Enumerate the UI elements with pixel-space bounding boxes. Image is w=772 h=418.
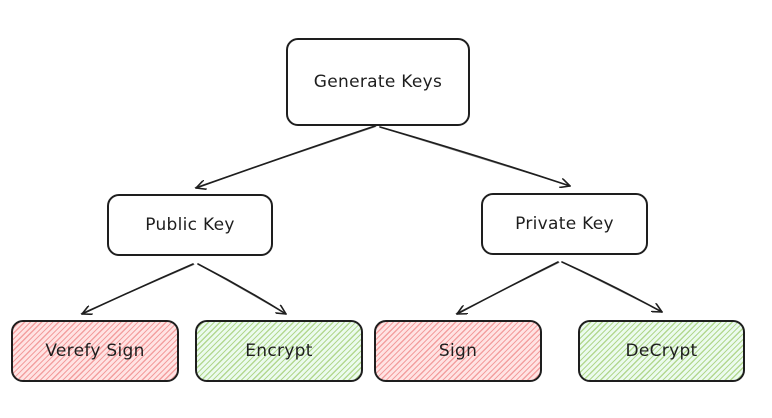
edge-private-to-sign-sketch: [455, 262, 560, 314]
verify-sign-node: Verefy Sign: [11, 320, 179, 382]
sign-node: Sign: [374, 320, 542, 382]
private-key-label: Private Key: [515, 214, 614, 234]
verify-sign-label: Verefy Sign: [45, 341, 145, 361]
public-key-node: Public Key: [107, 194, 273, 256]
encrypt-label: Encrypt: [245, 341, 313, 361]
edge-private-to-decrypt-sketch: [562, 262, 662, 312]
decrypt-label: DeCrypt: [625, 341, 698, 361]
decrypt-node: DeCrypt: [578, 320, 745, 382]
generate-keys-node: Generate Keys: [286, 38, 470, 126]
edge-generate-to-private-sketch: [380, 127, 570, 186]
generate-keys-label: Generate Keys: [313, 72, 443, 92]
edge-public-to-verify-sketch: [80, 264, 195, 314]
public-key-label: Public Key: [145, 215, 235, 235]
sign-label: Sign: [438, 341, 478, 361]
encrypt-node: Encrypt: [195, 320, 363, 382]
edge-public-to-encrypt-sketch: [198, 264, 286, 314]
private-key-node: Private Key: [481, 193, 648, 255]
edge-generate-to-public-sketch: [194, 126, 377, 188]
